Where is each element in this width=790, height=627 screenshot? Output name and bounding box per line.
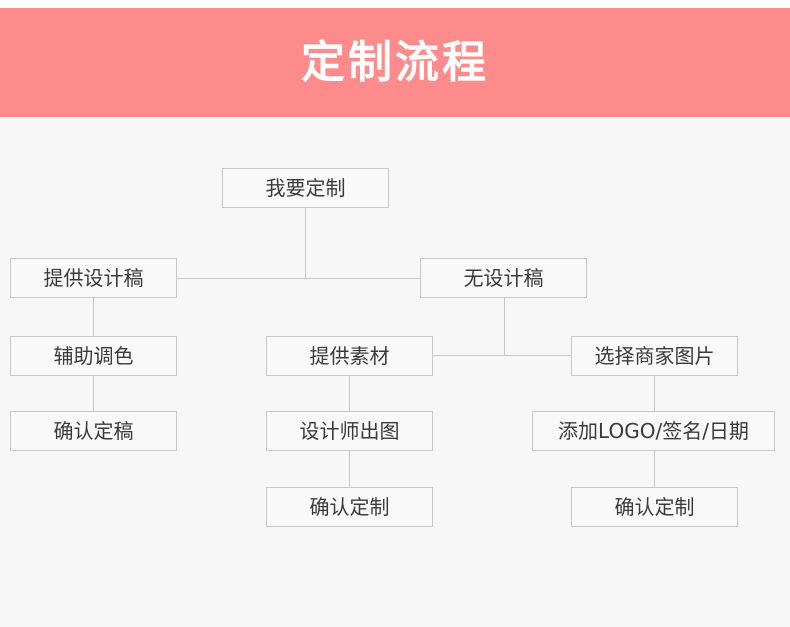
connector-merchant-down [654,376,655,411]
page-title: 定制流程 [301,36,489,88]
flow-node-confirm-final[interactable]: 确认定稿 [10,411,177,451]
connector-add-logo-down [654,451,655,487]
connector-no-design-down [504,297,505,355]
page-banner: 定制流程 [0,8,790,117]
flow-node-color-assist[interactable]: 辅助调色 [10,336,177,376]
flow-node-provide-assets[interactable]: 提供素材 [266,336,433,376]
connector-assets-down [349,376,350,411]
connector-color-assist-down [93,376,94,411]
flow-node-has-design[interactable]: 提供设计稿 [10,258,177,298]
connector-start-down [305,208,306,278]
flow-node-no-design[interactable]: 无设计稿 [420,258,587,298]
flowchart-canvas: 我要定制 提供设计稿 无设计稿 辅助调色 提供素材 选择商家图片 确认定稿 设计… [0,117,790,627]
flow-node-start[interactable]: 我要定制 [222,168,389,208]
connector-designer-down [349,451,350,487]
flow-node-confirm-right[interactable]: 确认定制 [571,487,738,527]
connector-row3-split [433,355,571,356]
flow-node-confirm-middle[interactable]: 确认定制 [266,487,433,527]
connector-row2-split [177,278,420,279]
flow-node-designer-draft[interactable]: 设计师出图 [266,411,433,451]
flow-node-pick-merchant[interactable]: 选择商家图片 [571,336,738,376]
flow-node-add-logo[interactable]: 添加LOGO/签名/日期 [532,411,775,451]
connector-has-design-down [93,297,94,336]
